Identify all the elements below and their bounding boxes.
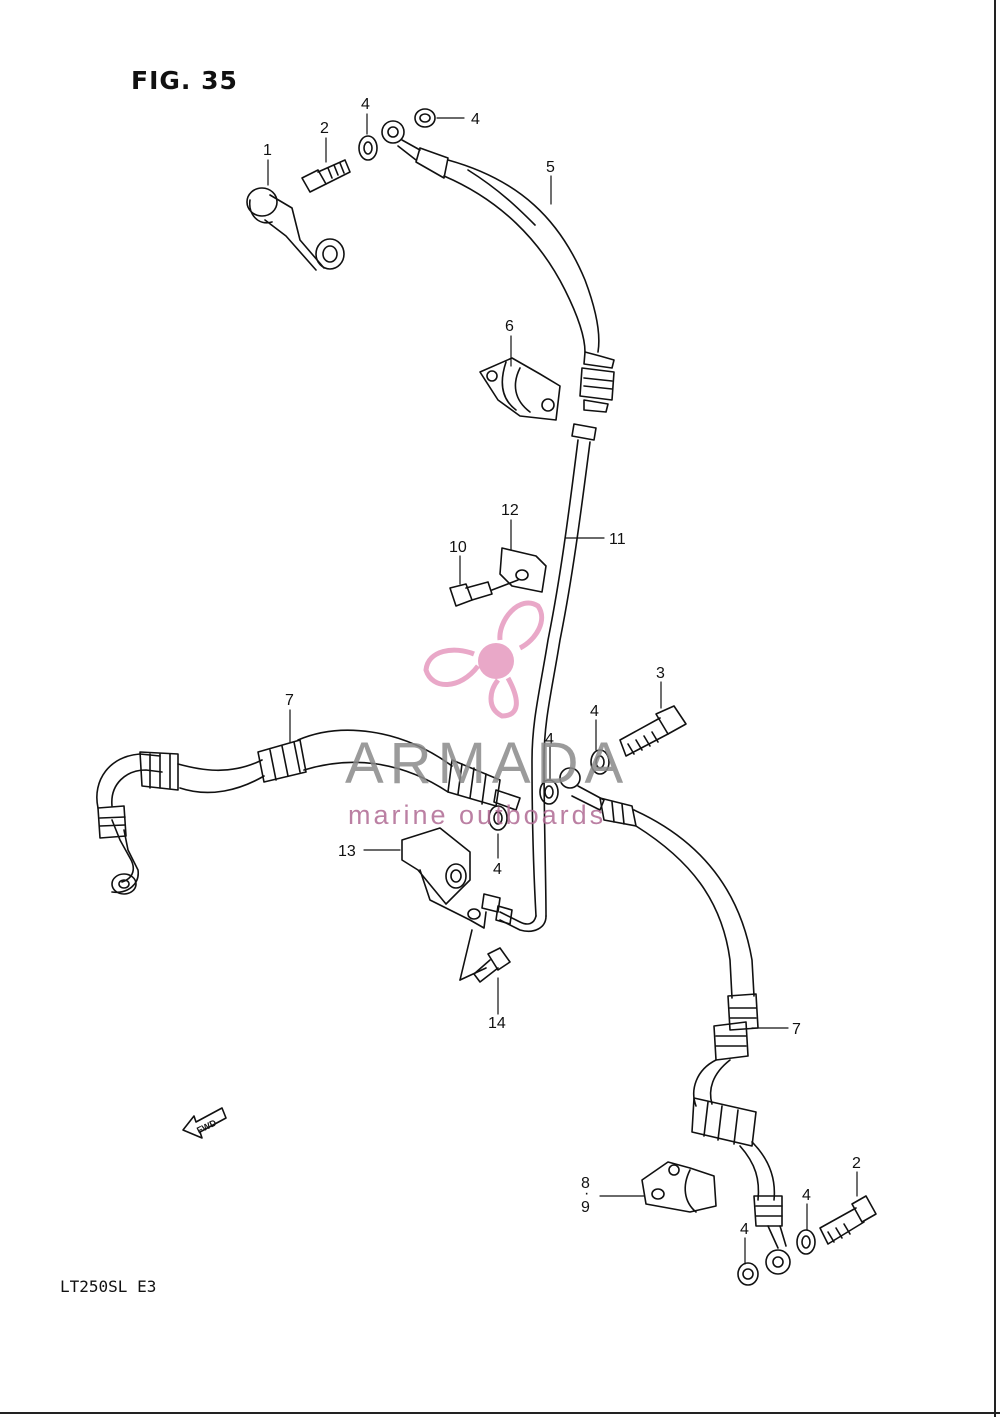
frame-border-bottom [0, 1412, 1000, 1414]
watermark-tagline: marine outboards [348, 800, 607, 830]
callout-5: 5 [546, 159, 555, 176]
callout-6: 6 [505, 318, 514, 335]
frame-border-right [994, 0, 996, 1417]
callout-4-top-left: 4 [361, 96, 370, 113]
washer-part-4-bottom-left [737, 1262, 759, 1286]
fwd-arrow-icon [182, 1107, 227, 1139]
callout-14: 14 [488, 1015, 506, 1032]
callout-3: 3 [656, 665, 665, 682]
callout-2-top: 2 [320, 120, 329, 137]
callout-9: 9 [581, 1199, 590, 1216]
watermark-brand-name: ARMADA [345, 731, 630, 796]
callout-7-right: 7 [792, 1021, 801, 1038]
callout-8: 8 [581, 1175, 590, 1192]
callout-9-dot: · [584, 1185, 589, 1202]
callout-10: 10 [449, 539, 467, 556]
union-bolt-part-2-bottom [819, 1195, 877, 1245]
callout-13: 13 [338, 843, 356, 860]
washer-part-4-top-left [358, 135, 378, 161]
callout-4-mid-b: 4 [545, 731, 554, 748]
callout-1: 1 [263, 142, 272, 159]
washer-part-4-bottom-right [796, 1229, 816, 1255]
leader-lines [267, 113, 858, 1265]
washer-part-4-mid-b [539, 779, 559, 805]
washer-part-4-top-right [414, 108, 436, 128]
callout-11: 11 [609, 531, 626, 548]
bracket-part-12 [499, 547, 547, 593]
washer-part-4-mid-a [590, 749, 610, 775]
callout-12: 12 [501, 502, 519, 519]
bolt-part-14 [459, 929, 511, 983]
brake-hose-part-7-right [559, 767, 791, 1275]
model-code: LT250SL E3 [60, 1277, 157, 1296]
brake-pipe-part-11 [481, 423, 597, 932]
boot-part-1 [246, 187, 345, 271]
callout-4-bottom-left: 4 [740, 1221, 749, 1238]
callout-7-left: 7 [285, 692, 294, 709]
callout-4-mid-a: 4 [590, 703, 599, 720]
washer-part-4-mid-c [488, 805, 508, 831]
union-bolt-part-3 [619, 705, 687, 757]
figure-title: FIG. 35 [131, 66, 238, 95]
clamp-part-6 [479, 357, 561, 421]
callout-2-bottom: 2 [852, 1155, 861, 1172]
clamp-part-8-9 [641, 1161, 717, 1213]
brake-joint-part-13 [401, 827, 487, 929]
bolt-part-10 [449, 579, 519, 607]
callout-4-bottom-right: 4 [802, 1187, 811, 1204]
callout-4-top-right: 4 [471, 111, 480, 128]
union-bolt-part-2-top [301, 159, 351, 193]
watermark-propeller-icon [423, 600, 545, 719]
callout-4-mid-c: 4 [493, 861, 502, 878]
brake-hose-part-5 [381, 120, 615, 413]
